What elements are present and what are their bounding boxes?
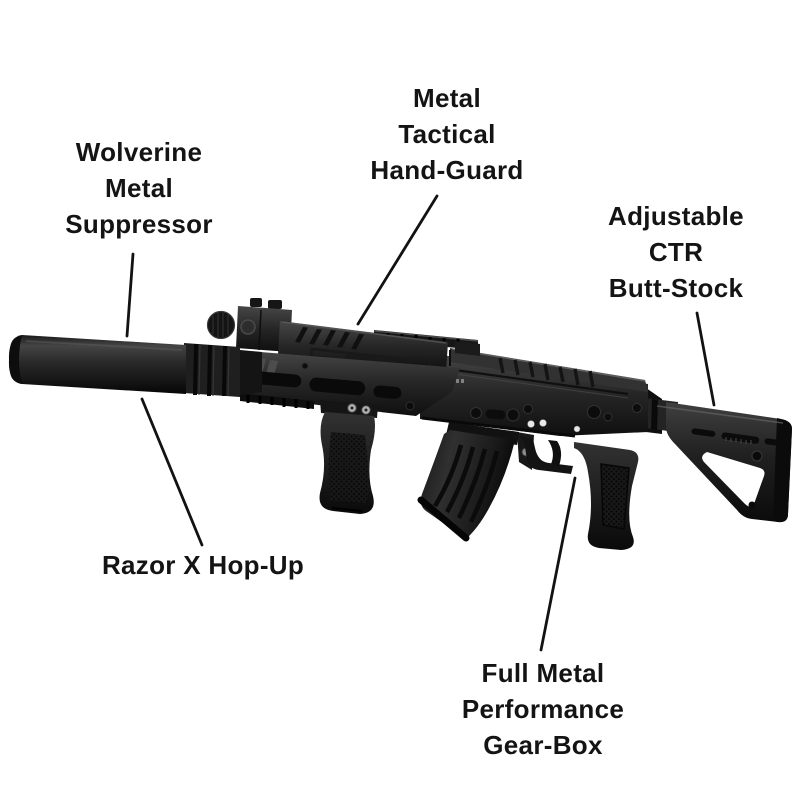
- butt-stock-part: [636, 381, 792, 523]
- label-adjustable-ctr-butt-stock: Adjustable CTR Butt-Stock: [608, 201, 744, 303]
- pistol-grip-part: [574, 442, 639, 550]
- magazine-ribs: [433, 444, 500, 523]
- leader-line-handguard: [356, 194, 439, 326]
- magazine-part: [417, 422, 519, 542]
- label-full-metal-performance-gear-box: Full Metal Performance Gear-Box: [461, 658, 625, 760]
- leader-line-gearbox: [539, 476, 577, 652]
- upper-handguard-part: [278, 321, 448, 372]
- label-razor-x-hop-up: Razor X Hop-Up: [101, 550, 305, 580]
- leader-line-suppressor: [125, 252, 135, 338]
- leader-lines: [125, 194, 716, 652]
- adjustment-wheel-part: [206, 310, 236, 340]
- hop-up-sight-part: [206, 298, 292, 352]
- label-metal-tactical-hand-guard: Metal Tactical Hand-Guard: [370, 83, 524, 185]
- leader-line-hopup: [140, 397, 204, 547]
- suppressor-coupler-part: [184, 343, 240, 397]
- label-wolverine-metal-suppressor: Wolverine Metal Suppressor: [65, 137, 213, 239]
- trigger-part: [519, 436, 573, 474]
- suppressor-part: [8, 335, 262, 397]
- foregrip-part: [319, 400, 378, 514]
- hand-guard-part: [236, 350, 460, 416]
- leader-line-buttstock: [695, 311, 716, 407]
- receiver-part: [420, 348, 648, 470]
